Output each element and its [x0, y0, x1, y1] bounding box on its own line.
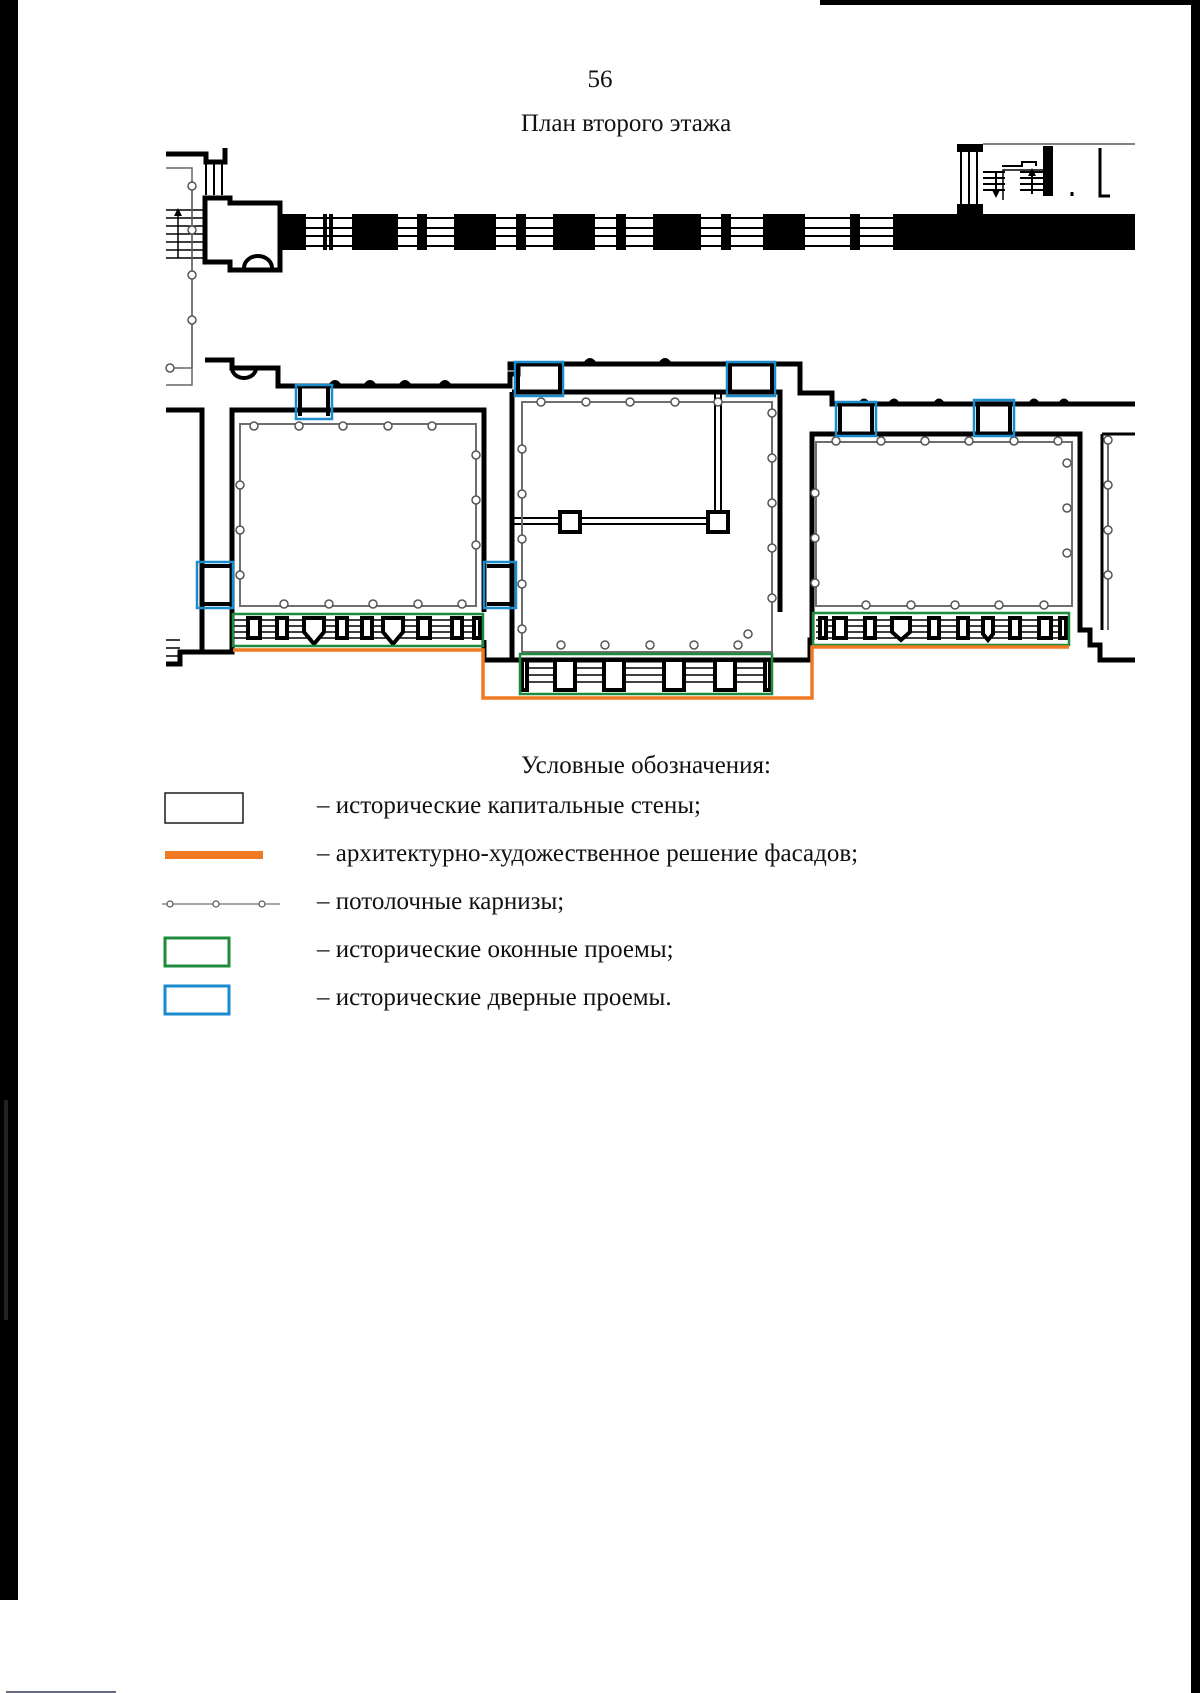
- legend-item-windows: – исторические оконные проемы;: [160, 932, 1060, 972]
- legend-item-facade: – архитектурно-художественное решение фа…: [160, 836, 1060, 876]
- legend-label: – потолочные карнизы;: [317, 888, 565, 915]
- legend-title: Условные обозначения:: [520, 752, 772, 779]
- historic-windows: [231, 611, 1071, 696]
- plan-title: План второго этажа: [520, 110, 732, 137]
- facade-solution: [233, 645, 1069, 700]
- historic-doors: [195, 360, 1016, 610]
- scan-edge-left: [0, 0, 18, 1600]
- legend-item-cornice: – потолочные карнизы;: [160, 884, 1060, 924]
- north-wall-band: [166, 148, 283, 386]
- legend-label: – исторические оконные проемы;: [317, 936, 674, 963]
- page-number: 56: [587, 66, 613, 93]
- floor-plan: [165, 143, 1135, 700]
- legend-label: – исторические дверные проемы.: [317, 984, 672, 1011]
- south-window-band-middle: [520, 658, 772, 692]
- scan-edge-top: [820, 0, 1195, 5]
- legend-label: – архитектурно-художественное решение фа…: [317, 840, 859, 867]
- legend-label: – исторические капитальные стены;: [317, 792, 701, 819]
- south-window-band-left: [234, 616, 482, 648]
- legend-item-doors: – исторические дверные проемы.: [160, 980, 1060, 1020]
- middle-room-beams: [512, 392, 730, 534]
- orange-line-icon: [165, 851, 263, 859]
- blue-rect-icon: [163, 984, 231, 1016]
- south-window-band-right: [816, 616, 1068, 644]
- legend-item-walls: – исторические капитальные стены;: [160, 788, 1060, 828]
- ceiling-cornices: [239, 401, 1109, 653]
- north-window-band: [280, 143, 1135, 250]
- scan-edge-right: [1191, 0, 1200, 1693]
- scan-edge-bottom: [6, 1691, 116, 1693]
- cornice-line-icon: [162, 900, 280, 908]
- wall-rect-icon: [164, 792, 244, 824]
- green-rect-icon: [163, 936, 231, 968]
- scan-edge-left-thin: [4, 1100, 8, 1320]
